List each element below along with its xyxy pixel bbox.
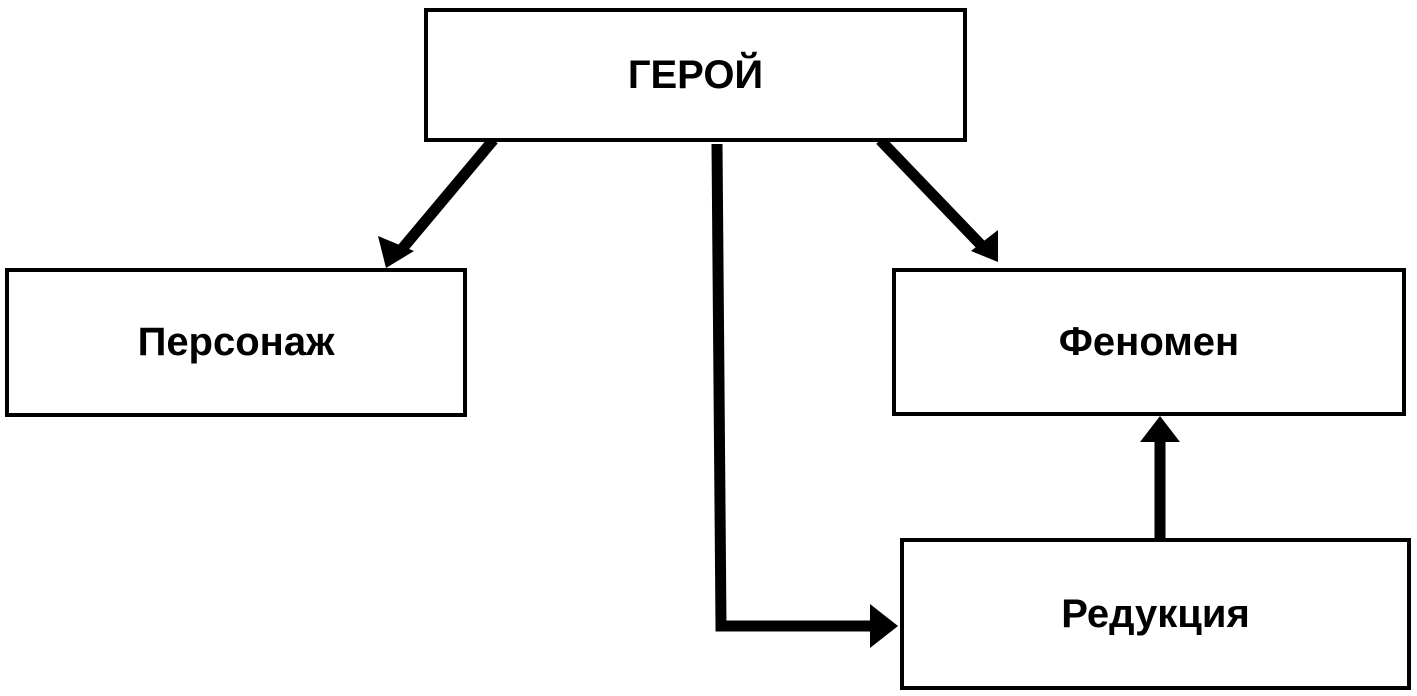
node-hero: ГЕРОЙ <box>424 8 967 142</box>
node-hero-label: ГЕРОЙ <box>627 52 764 97</box>
node-phenomenon: Феномен <box>892 268 1406 416</box>
arrow-hero-to-phenomenon <box>876 136 998 262</box>
node-reduction-label: Редукция <box>1061 591 1250 636</box>
arrow-hero-to-character <box>378 136 498 268</box>
arrow-reduction-to-phenomenon <box>1140 416 1180 538</box>
node-phenomenon-label: Феномен <box>1058 319 1240 364</box>
node-reduction: Редукция <box>900 538 1411 690</box>
node-character: Персонаж <box>5 268 467 417</box>
node-character-label: Персонаж <box>137 320 335 364</box>
arrow-hero-to-reduction <box>711 143 898 648</box>
